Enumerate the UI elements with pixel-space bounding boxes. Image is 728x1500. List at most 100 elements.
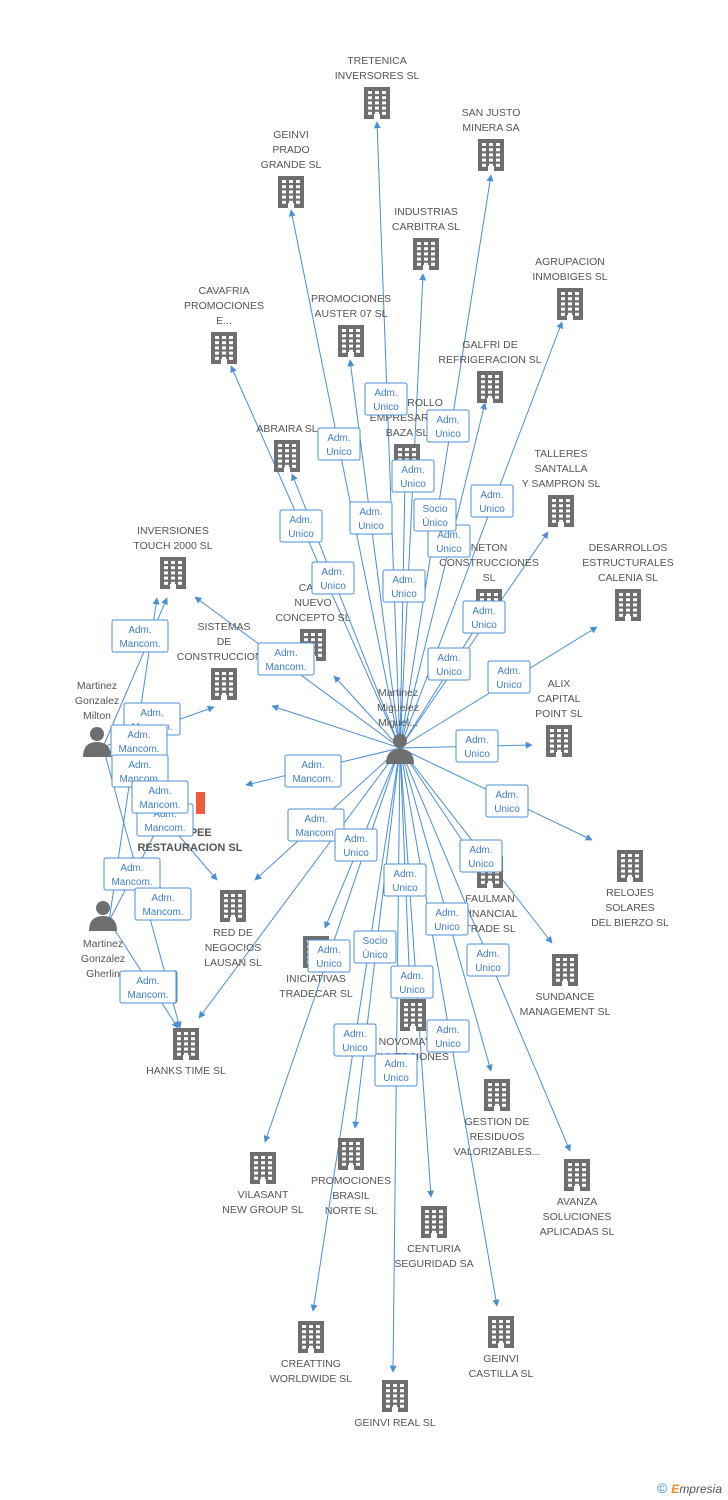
node-hanks[interactable]: HANKS TIME SL bbox=[146, 1028, 226, 1077]
edge-label-center-centuria[interactable]: Adm.Unico bbox=[383, 863, 427, 897]
edge-label-text: Adm. bbox=[392, 575, 415, 586]
edge-label-text: Adm. bbox=[128, 625, 151, 636]
edge-label-text: Adm. bbox=[401, 465, 424, 476]
edge-label-center-creatting[interactable]: Adm.Unico bbox=[374, 1053, 418, 1087]
edge-label-center-talleres[interactable]: Adm.Unico bbox=[462, 600, 506, 634]
edge-label-gherlin-teepee[interactable]: Adm.Mancom. bbox=[131, 780, 189, 814]
edge-label-text: Unico bbox=[288, 529, 314, 540]
node-label: Y SAMPRON SL bbox=[522, 478, 601, 490]
edge-label-text: Mancom. bbox=[119, 639, 160, 650]
edge-label-center-inversiones[interactable]: Adm. Mancom. bbox=[111, 619, 169, 653]
edge-label-center-sistemas[interactable]: Adm.Mancom. bbox=[257, 642, 315, 676]
edge-label-center-tretenica[interactable]: Adm.Unico bbox=[364, 382, 408, 416]
building-icon bbox=[488, 1316, 514, 1348]
edge-label-center-sundance[interactable]: Adm.Unico bbox=[466, 943, 510, 977]
edge-label-center-desarrollos[interactable]: Adm.Unico bbox=[487, 660, 531, 694]
edge-label-gherlin-inversiones[interactable]: Adm. Mancom. bbox=[134, 887, 192, 921]
edge-label-text: Mancom. bbox=[142, 907, 183, 918]
edge-label-center-geinvireal[interactable]: Adm.Unico bbox=[426, 1019, 470, 1053]
copyright-symbol: © bbox=[656, 1480, 668, 1496]
edge-label-center-residuos[interactable]: Adm.Unico bbox=[425, 902, 469, 936]
edge-label-gherlin-hanks[interactable]: Adm.Mancom. bbox=[119, 970, 177, 1004]
node-label: ESTRUCTURALES bbox=[582, 557, 674, 569]
edge-center-tretenica bbox=[373, 121, 401, 749]
node-cavafria[interactable]: CAVAFRIAPROMOCIONESE... bbox=[184, 285, 264, 364]
edge-label-text: Adm. bbox=[120, 863, 143, 874]
edge-label-center-tradecar[interactable]: Adm.Unico bbox=[334, 828, 378, 862]
edge-label-center-sanjusto[interactable]: Adm.Unico bbox=[426, 409, 470, 443]
edge-center-auster bbox=[347, 359, 401, 749]
edge-center-neton bbox=[399, 623, 479, 749]
edge-label-center-geinvicastilla[interactable]: Adm.Unico bbox=[390, 965, 434, 999]
edge-label-text: Unico bbox=[342, 1043, 368, 1054]
building-icon bbox=[546, 725, 572, 757]
edge-label-center-neton[interactable]: Adm.Unico bbox=[427, 647, 471, 681]
edge-label-center-relojes[interactable]: Adm.Unico bbox=[485, 784, 529, 818]
edge-label-center-abraira[interactable]: Adm.Unico bbox=[311, 561, 355, 595]
node-sistemas[interactable]: SISTEMASDECONSTRUCCION... bbox=[177, 621, 272, 700]
node-label: VALORIZABLES... bbox=[454, 1146, 541, 1158]
edge-labels-layer: Adm.UnicoAdm.UnicoAdm.UnicoAdm.UnicoAdm.… bbox=[103, 382, 531, 1087]
node-geinvireal[interactable]: GEINVI REAL SL bbox=[354, 1380, 436, 1429]
edge-label-center-vilasant[interactable]: Adm.Unico bbox=[307, 939, 351, 973]
node-center[interactable]: MartinezMiguelezMiguel... bbox=[377, 687, 419, 764]
node-abraira[interactable]: ABRAIRA SL bbox=[256, 423, 318, 472]
node-label: SOLARES bbox=[605, 902, 655, 914]
node-label: E... bbox=[216, 315, 232, 327]
edge-label-text: Unico bbox=[358, 521, 384, 532]
node-label: NUEVO bbox=[294, 597, 331, 609]
node-label: FAULMAN bbox=[465, 893, 515, 905]
edge-label-center-lausan[interactable]: Adm.Mancom. bbox=[287, 808, 345, 842]
edge-label-text: Adm. bbox=[321, 567, 344, 578]
node-label: PROMOCIONES bbox=[184, 300, 264, 312]
edge-label-milton-lausan[interactable]: Adm.Mancom. bbox=[103, 857, 161, 891]
edge-label-center-casa[interactable]: Adm.Unico bbox=[382, 569, 426, 603]
edge-label-center-brasil[interactable]: Adm.Unico bbox=[333, 1023, 377, 1057]
edge-label-text: Unico bbox=[383, 1073, 409, 1084]
building-icon bbox=[298, 1321, 324, 1353]
edge-label-text: Unico bbox=[471, 620, 497, 631]
edge-label-center-auster[interactable]: Adm.Unico bbox=[349, 501, 393, 535]
edge-label-center-alix[interactable]: Adm.Unico bbox=[455, 729, 499, 763]
edge-label-text: Adm. bbox=[151, 893, 174, 904]
node-label: CALENIA SL bbox=[598, 572, 658, 584]
edge-label-text: Mancom. bbox=[139, 800, 180, 811]
edge-label-center-faulman[interactable]: Adm.Unico bbox=[459, 839, 503, 873]
edge-label-center-teepee[interactable]: Adm.Mancom. bbox=[284, 754, 342, 788]
edge-label-center-cavafria[interactable]: Adm.Unico bbox=[279, 509, 323, 543]
node-label: AVANZA bbox=[557, 1196, 597, 1208]
edge-label-center-agrupacion[interactable]: Adm.Unico bbox=[470, 484, 514, 518]
node-label: NEGOCIOS bbox=[205, 942, 262, 954]
node-residuos[interactable]: GESTION DERESIDUOSVALORIZABLES... bbox=[454, 1079, 541, 1158]
edge-label-text: Adm. bbox=[436, 1025, 459, 1036]
empresia-footer[interactable]: ©Empresia bbox=[657, 1480, 722, 1496]
edge-label-center-carbitra[interactable]: Adm.Unico bbox=[391, 459, 435, 493]
edge-label-milton-sistemas[interactable]: Adm.Mancom. bbox=[110, 724, 168, 758]
edge-label-center-geinviprado[interactable]: Adm.Unico bbox=[317, 427, 361, 461]
